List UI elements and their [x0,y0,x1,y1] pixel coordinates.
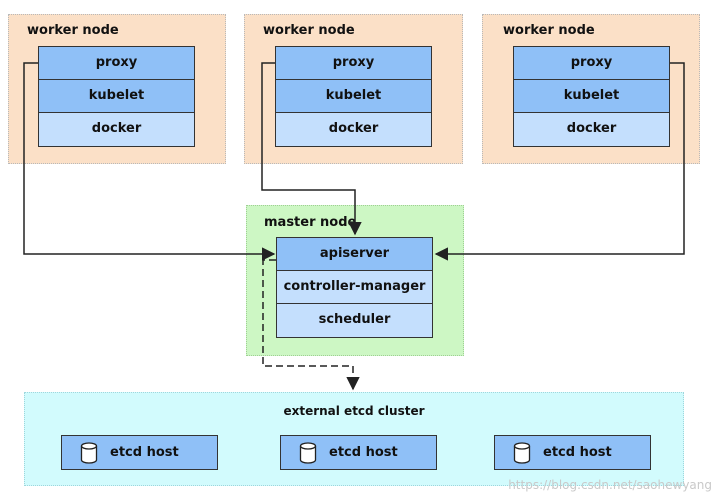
etcd-host-2: etcd host [280,435,437,470]
database-cylinder-icon [80,441,98,464]
worker-3-docker: docker [513,112,670,147]
worker-3-kubelet: kubelet [513,79,670,113]
worker-node-title: worker node [503,23,595,38]
etcd-host-label: etcd host [329,445,398,460]
etcd-host-3: etcd host [494,435,651,470]
master-controller-manager: controller-manager [276,270,433,304]
worker-3-proxy: proxy [513,46,670,80]
worker-2-proxy: proxy [275,46,432,80]
etcd-host-1: etcd host [61,435,218,470]
database-cylinder-icon [299,441,317,464]
worker-2-kubelet: kubelet [275,79,432,113]
watermark: https://blog.csdn.net/saohewyang [508,478,712,492]
etcd-host-label: etcd host [110,445,179,460]
worker-1-docker: docker [38,112,195,147]
etcd-cluster-title: external etcd cluster [283,404,425,418]
master-apiserver: apiserver [276,237,433,271]
worker-1-kubelet: kubelet [38,79,195,113]
master-scheduler: scheduler [276,303,433,338]
master-node-title: master node [264,215,357,230]
worker-node-title: worker node [263,23,355,38]
worker-node-title: worker node [27,23,119,38]
worker-2-docker: docker [275,112,432,147]
etcd-host-label: etcd host [543,445,612,460]
worker-1-proxy: proxy [38,46,195,80]
database-cylinder-icon [513,441,531,464]
